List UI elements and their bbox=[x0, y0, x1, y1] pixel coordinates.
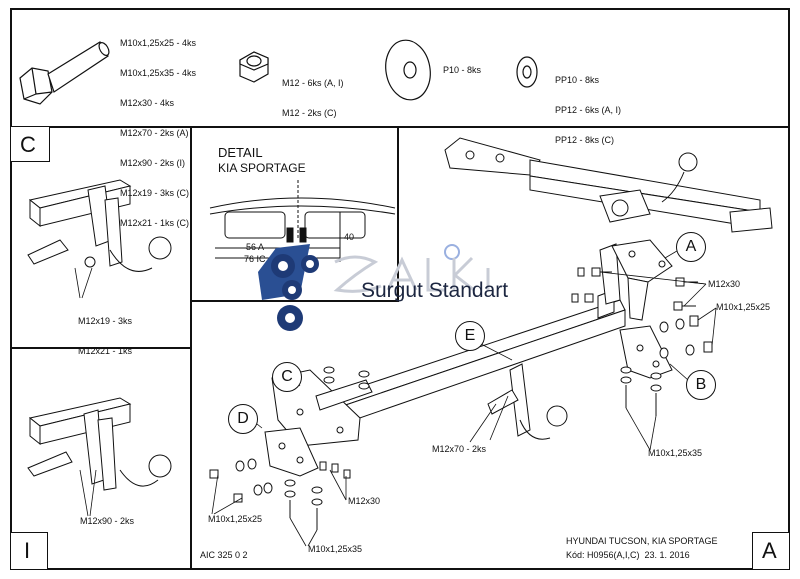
panel-c-letter-box bbox=[10, 126, 50, 162]
washer-pp-list: PP10 - 8ks PP12 - 6ks (A, I) PP12 - 8ks … bbox=[555, 55, 621, 155]
panel-i-letter: I bbox=[24, 538, 31, 563]
detail-right-edge bbox=[397, 126, 399, 302]
panel-i-letter-box bbox=[10, 532, 48, 570]
bolt-line: M10x1,25x25 - 4ks bbox=[120, 38, 197, 48]
detail-subtitle: KIA SPORTAGE bbox=[218, 161, 306, 175]
label-b-m10x35: M10x1,25x35 bbox=[648, 448, 703, 458]
label-m12x70: M12x70 - 2ks bbox=[432, 444, 487, 454]
bracket-d-illustration bbox=[264, 427, 319, 477]
panel-a-letter: A bbox=[762, 538, 777, 563]
nut-list: M12 - 6ks (A, I) M12 - 2ks (C) bbox=[282, 58, 344, 128]
label-d-m10x35: M10x1,25x35 bbox=[308, 544, 363, 554]
washer-pp-line: PP12 - 8ks (C) bbox=[555, 135, 615, 145]
callout-a: A bbox=[676, 232, 706, 262]
detail-dim-ic: 76 IC bbox=[244, 254, 266, 264]
detail-bottom-edge bbox=[190, 300, 398, 302]
drawing-frame bbox=[10, 8, 790, 570]
washer-pp-icon bbox=[516, 56, 538, 88]
panel-i-illustration bbox=[27, 397, 172, 491]
hardware-bolts bbox=[209, 267, 713, 530]
panel-i-label: M12x90 - 2ks bbox=[80, 516, 135, 526]
panel-c-label: M12x21 - 1ks bbox=[78, 346, 133, 356]
panel-c-labels: M12x19 - 3ks M12x21 - 1ks bbox=[78, 296, 132, 366]
callout-b: B bbox=[686, 370, 716, 400]
bracket-b-illustration bbox=[619, 325, 673, 379]
brand-name: Surgut Standart bbox=[361, 279, 509, 302]
label-a-m10x25: M10x1,25x25 bbox=[716, 302, 771, 312]
bracket-a-illustration bbox=[611, 239, 673, 321]
detail-title: DETAIL bbox=[218, 145, 263, 160]
panel-c-illustration bbox=[27, 179, 172, 272]
footer-code: AIC 325 0 2 bbox=[200, 550, 248, 560]
bolt-line: M12x30 - 4ks bbox=[120, 98, 175, 108]
label-d-m10x25: M10x1,25x25 bbox=[208, 514, 263, 524]
callout-e: E bbox=[455, 321, 485, 351]
nut-line: M12 - 6ks (A, I) bbox=[282, 78, 344, 88]
footer-vehicle: HYUNDAI TUCSON, KIA SPORTAGE bbox=[566, 536, 718, 546]
washer-pp-line: PP10 - 8ks bbox=[555, 75, 600, 85]
bolt-line: M12x90 - 2ks (I) bbox=[120, 158, 186, 168]
bolt-icon bbox=[19, 41, 110, 105]
salki-gears-logo bbox=[258, 244, 460, 331]
bolt-list: M10x1,25x25 - 4ks M10x1,25x35 - 4ks M12x… bbox=[120, 18, 196, 238]
bolt-line: M10x1,25x35 - 4ks bbox=[120, 68, 197, 78]
salki-wordmark bbox=[333, 255, 490, 293]
washer-p10-icon bbox=[385, 39, 431, 101]
detail-dim-v: 40 bbox=[344, 232, 355, 242]
panel-c-letter: C bbox=[20, 132, 36, 157]
callout-d: D bbox=[228, 404, 258, 434]
panel-a-letter-box bbox=[752, 532, 790, 570]
label-c-m12x30: M12x30 bbox=[348, 496, 381, 506]
bolt-line: M12x70 - 2ks (A) bbox=[120, 128, 189, 138]
washer-p-label: P10 - 8ks bbox=[443, 65, 482, 75]
nut-icon bbox=[239, 51, 269, 83]
vehicle-frame-illustration bbox=[444, 137, 773, 233]
label-a-m12x30: M12x30 bbox=[708, 279, 741, 289]
divider-c-i bbox=[10, 347, 192, 349]
bolt-line: M12x19 - 3ks (C) bbox=[120, 188, 190, 198]
leader-lines bbox=[74, 247, 717, 547]
nut-line: M12 - 2ks (C) bbox=[282, 108, 337, 118]
washer-pp-line: PP12 - 6ks (A, I) bbox=[555, 105, 622, 115]
detail-dim-a: 56 A bbox=[246, 242, 265, 252]
callout-c: C bbox=[272, 362, 302, 392]
divider-top bbox=[10, 126, 790, 128]
panel-c-label: M12x19 - 3ks bbox=[78, 316, 133, 326]
footer-kod: Kód: H0956(A,I,C) 23. 1. 2016 bbox=[566, 550, 690, 560]
bolt-line: M12x21 - 1ks (C) bbox=[120, 218, 190, 228]
